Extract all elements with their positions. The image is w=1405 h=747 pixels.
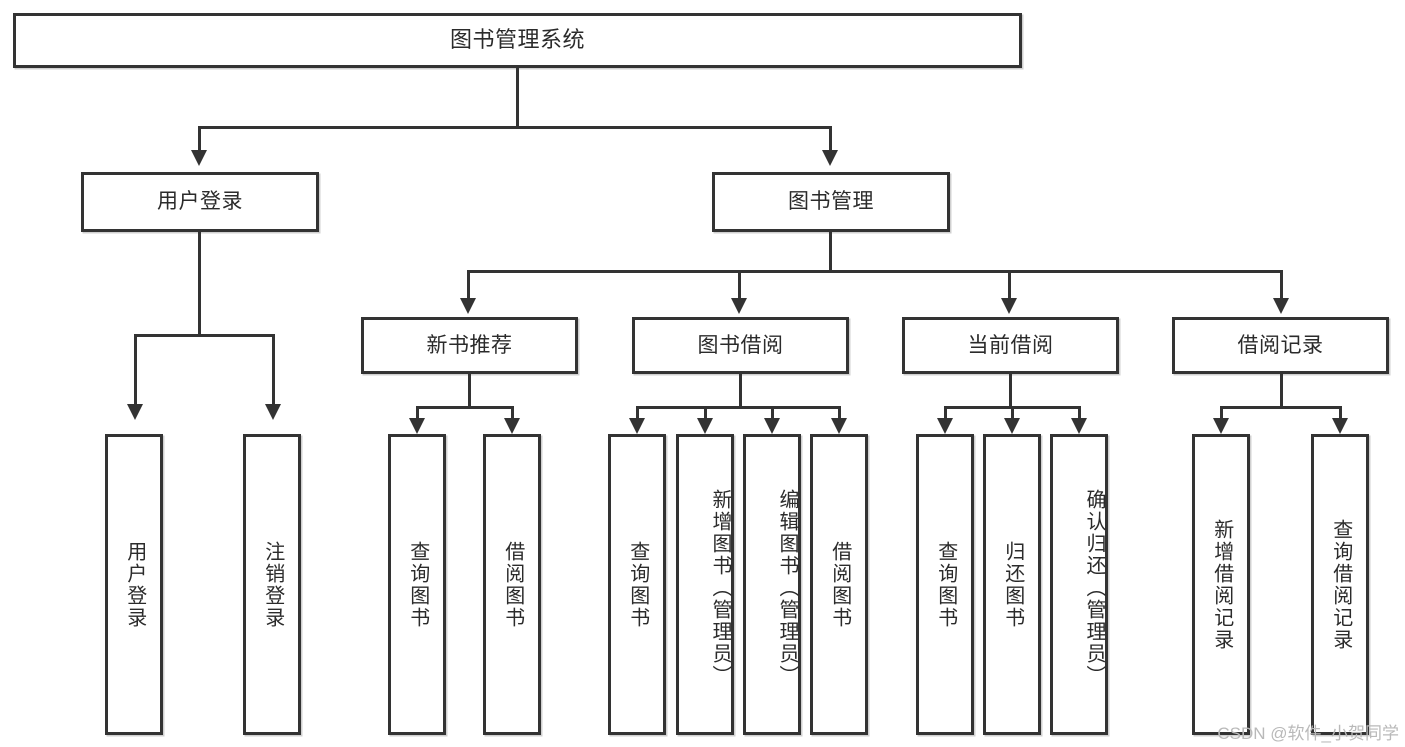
connector-new-book-rec-bus [416, 406, 514, 409]
connector-level3-drop-3 [1008, 270, 1011, 300]
node-label: 查询借阅记录 [1329, 518, 1352, 651]
node-book-management[interactable]: 图书管理 [712, 172, 950, 232]
leaf-node-add-book[interactable]: 新增图书（管理员） [676, 434, 734, 735]
node-label: 查询图书 [934, 540, 957, 629]
arrow-to-book-borrow [731, 298, 747, 314]
connector-root-stem [516, 68, 519, 126]
leaf-node-query-book-3[interactable]: 查询图书 [916, 434, 974, 735]
node-label: 新增图书（管理员） [709, 488, 731, 687]
node-label: 图书管理系统 [449, 27, 585, 53]
node-label: 确认归还（管理员） [1083, 488, 1105, 687]
arrow-to-leaf-confirm-return [1071, 418, 1087, 434]
connector-current-borrow-drop-3 [1078, 406, 1081, 422]
connector-current-borrow-stem [1009, 374, 1012, 406]
node-label: 用户登录 [123, 540, 146, 629]
leaf-node-logout-login[interactable]: 注销登录 [243, 434, 301, 735]
node-label: 归还图书 [1001, 540, 1024, 629]
connector-level3-bus [467, 270, 1280, 273]
node-label: 新增借阅记录 [1210, 518, 1233, 651]
node-new-book-recommendation[interactable]: 新书推荐 [361, 317, 578, 374]
connector-level3-drop-2 [738, 270, 741, 300]
node-label: 新书推荐 [426, 333, 513, 357]
connector-book-borrow-drop-3 [771, 406, 774, 422]
connector-borrow-record-stem [1280, 374, 1283, 406]
connector-current-borrow-drop-2 [1011, 406, 1014, 422]
arrow-to-leaf-edit-book [764, 418, 780, 434]
leaf-node-query-book-2[interactable]: 查询图书 [608, 434, 666, 735]
connector-new-book-rec-drop-2 [511, 406, 514, 422]
leaf-node-add-record[interactable]: 新增借阅记录 [1192, 434, 1250, 735]
leaf-node-return-book[interactable]: 归还图书 [983, 434, 1041, 735]
connector-book-borrow-bus [636, 406, 841, 409]
node-label: 编辑图书（管理员） [776, 488, 798, 687]
arrow-to-borrow-record [1273, 298, 1289, 314]
connector-borrow-record-drop-1 [1220, 406, 1223, 422]
arrow-to-leaf-user-login [127, 404, 143, 420]
node-label: 查询图书 [626, 540, 649, 629]
node-label: 图书借阅 [697, 333, 784, 357]
connector-user-login-child1-drop [134, 334, 137, 406]
node-user-login[interactable]: 用户登录 [81, 172, 319, 232]
node-current-borrow[interactable]: 当前借阅 [902, 317, 1119, 374]
arrow-to-leaf-query-book-1 [409, 418, 425, 434]
arrow-to-leaf-query-book-3 [937, 418, 953, 434]
connector-book-borrow-drop-1 [636, 406, 639, 422]
leaf-node-user-login[interactable]: 用户登录 [105, 434, 163, 735]
arrow-to-leaf-query-record [1332, 418, 1348, 434]
node-label: 借阅记录 [1237, 333, 1324, 357]
arrow-to-leaf-return-book [1004, 418, 1020, 434]
node-label: 用户登录 [157, 190, 243, 214]
arrow-to-user-login [191, 150, 207, 166]
csdn-watermark: CSDN @软件_小贺同学 [1217, 724, 1399, 743]
connector-current-borrow-drop-1 [944, 406, 947, 422]
node-label: 查询图书 [406, 540, 429, 629]
node-label: 当前借阅 [967, 333, 1054, 357]
connector-level3-drop-1 [467, 270, 470, 300]
connector-level2-right-drop [829, 126, 832, 152]
node-label: 借阅图书 [501, 540, 524, 629]
connector-book-manage-stem [829, 232, 832, 270]
node-label: 图书管理 [788, 190, 874, 214]
connector-level3-drop-4 [1280, 270, 1283, 300]
node-borrow-record[interactable]: 借阅记录 [1172, 317, 1389, 374]
leaf-node-edit-book[interactable]: 编辑图书（管理员） [743, 434, 801, 735]
arrow-to-book-manage [822, 150, 838, 166]
node-label: 注销登录 [261, 540, 284, 629]
connector-user-login-bus [134, 334, 275, 337]
connector-borrow-record-bus [1220, 406, 1342, 409]
arrow-to-new-book-rec [460, 298, 476, 314]
arrow-to-leaf-borrow-book-1 [504, 418, 520, 434]
node-root-book-management-system[interactable]: 图书管理系统 [13, 13, 1022, 68]
connector-new-book-rec-drop-1 [416, 406, 419, 422]
arrow-to-leaf-add-book [697, 418, 713, 434]
connector-level2-left-drop [198, 126, 201, 152]
leaf-node-borrow-book-2[interactable]: 借阅图书 [810, 434, 868, 735]
connector-level2-bus [198, 126, 832, 129]
connector-new-book-rec-stem [468, 374, 471, 406]
connector-borrow-record-drop-2 [1339, 406, 1342, 422]
connector-book-borrow-drop-2 [704, 406, 707, 422]
leaf-node-borrow-book-1[interactable]: 借阅图书 [483, 434, 541, 735]
node-label: 借阅图书 [828, 540, 851, 629]
arrow-to-current-borrow [1001, 298, 1017, 314]
leaf-node-query-record[interactable]: 查询借阅记录 [1311, 434, 1369, 735]
connector-user-login-child2-drop [272, 334, 275, 406]
arrow-to-leaf-add-record [1213, 418, 1229, 434]
arrow-to-leaf-borrow-book-2 [831, 418, 847, 434]
connector-book-borrow-stem [739, 374, 742, 406]
connector-book-borrow-drop-4 [838, 406, 841, 422]
connector-user-login-stem [198, 232, 201, 334]
arrow-to-leaf-query-book-2 [629, 418, 645, 434]
leaf-node-confirm-return[interactable]: 确认归还（管理员） [1050, 434, 1108, 735]
leaf-node-query-book-1[interactable]: 查询图书 [388, 434, 446, 735]
node-book-borrow[interactable]: 图书借阅 [632, 317, 849, 374]
arrow-to-leaf-logout-login [265, 404, 281, 420]
